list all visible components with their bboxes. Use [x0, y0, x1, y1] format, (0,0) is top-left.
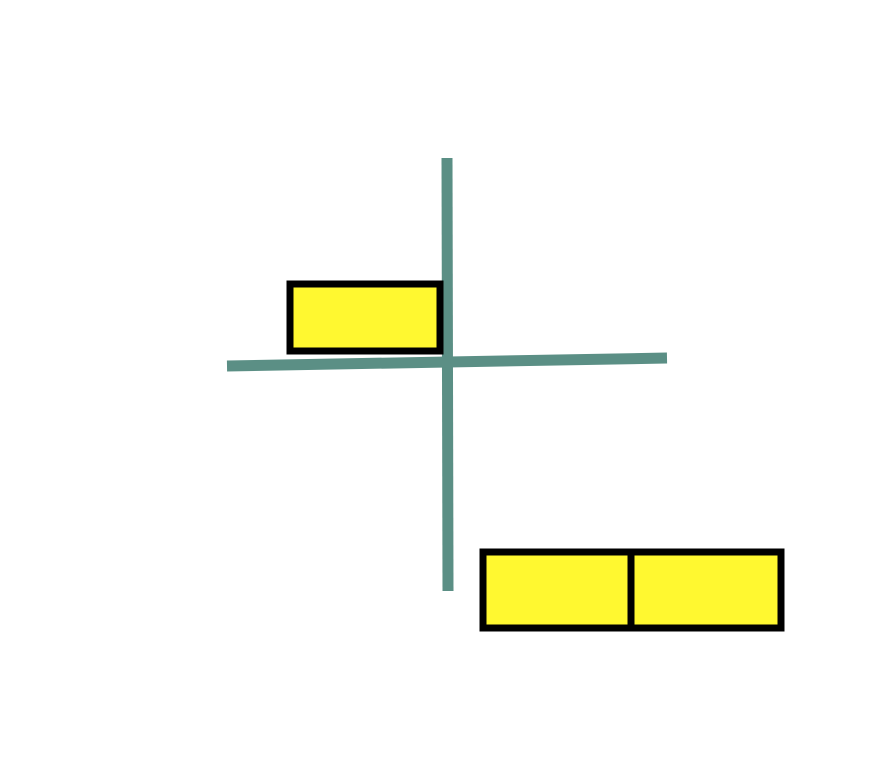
lower-right-yellow-block-left-cell	[479, 548, 635, 632]
vertical-axis-line	[441, 157, 454, 592]
horizontal-axis-line	[226, 352, 668, 372]
upper-left-yellow-block	[286, 280, 444, 355]
lower-right-yellow-block-right-cell	[627, 548, 785, 632]
